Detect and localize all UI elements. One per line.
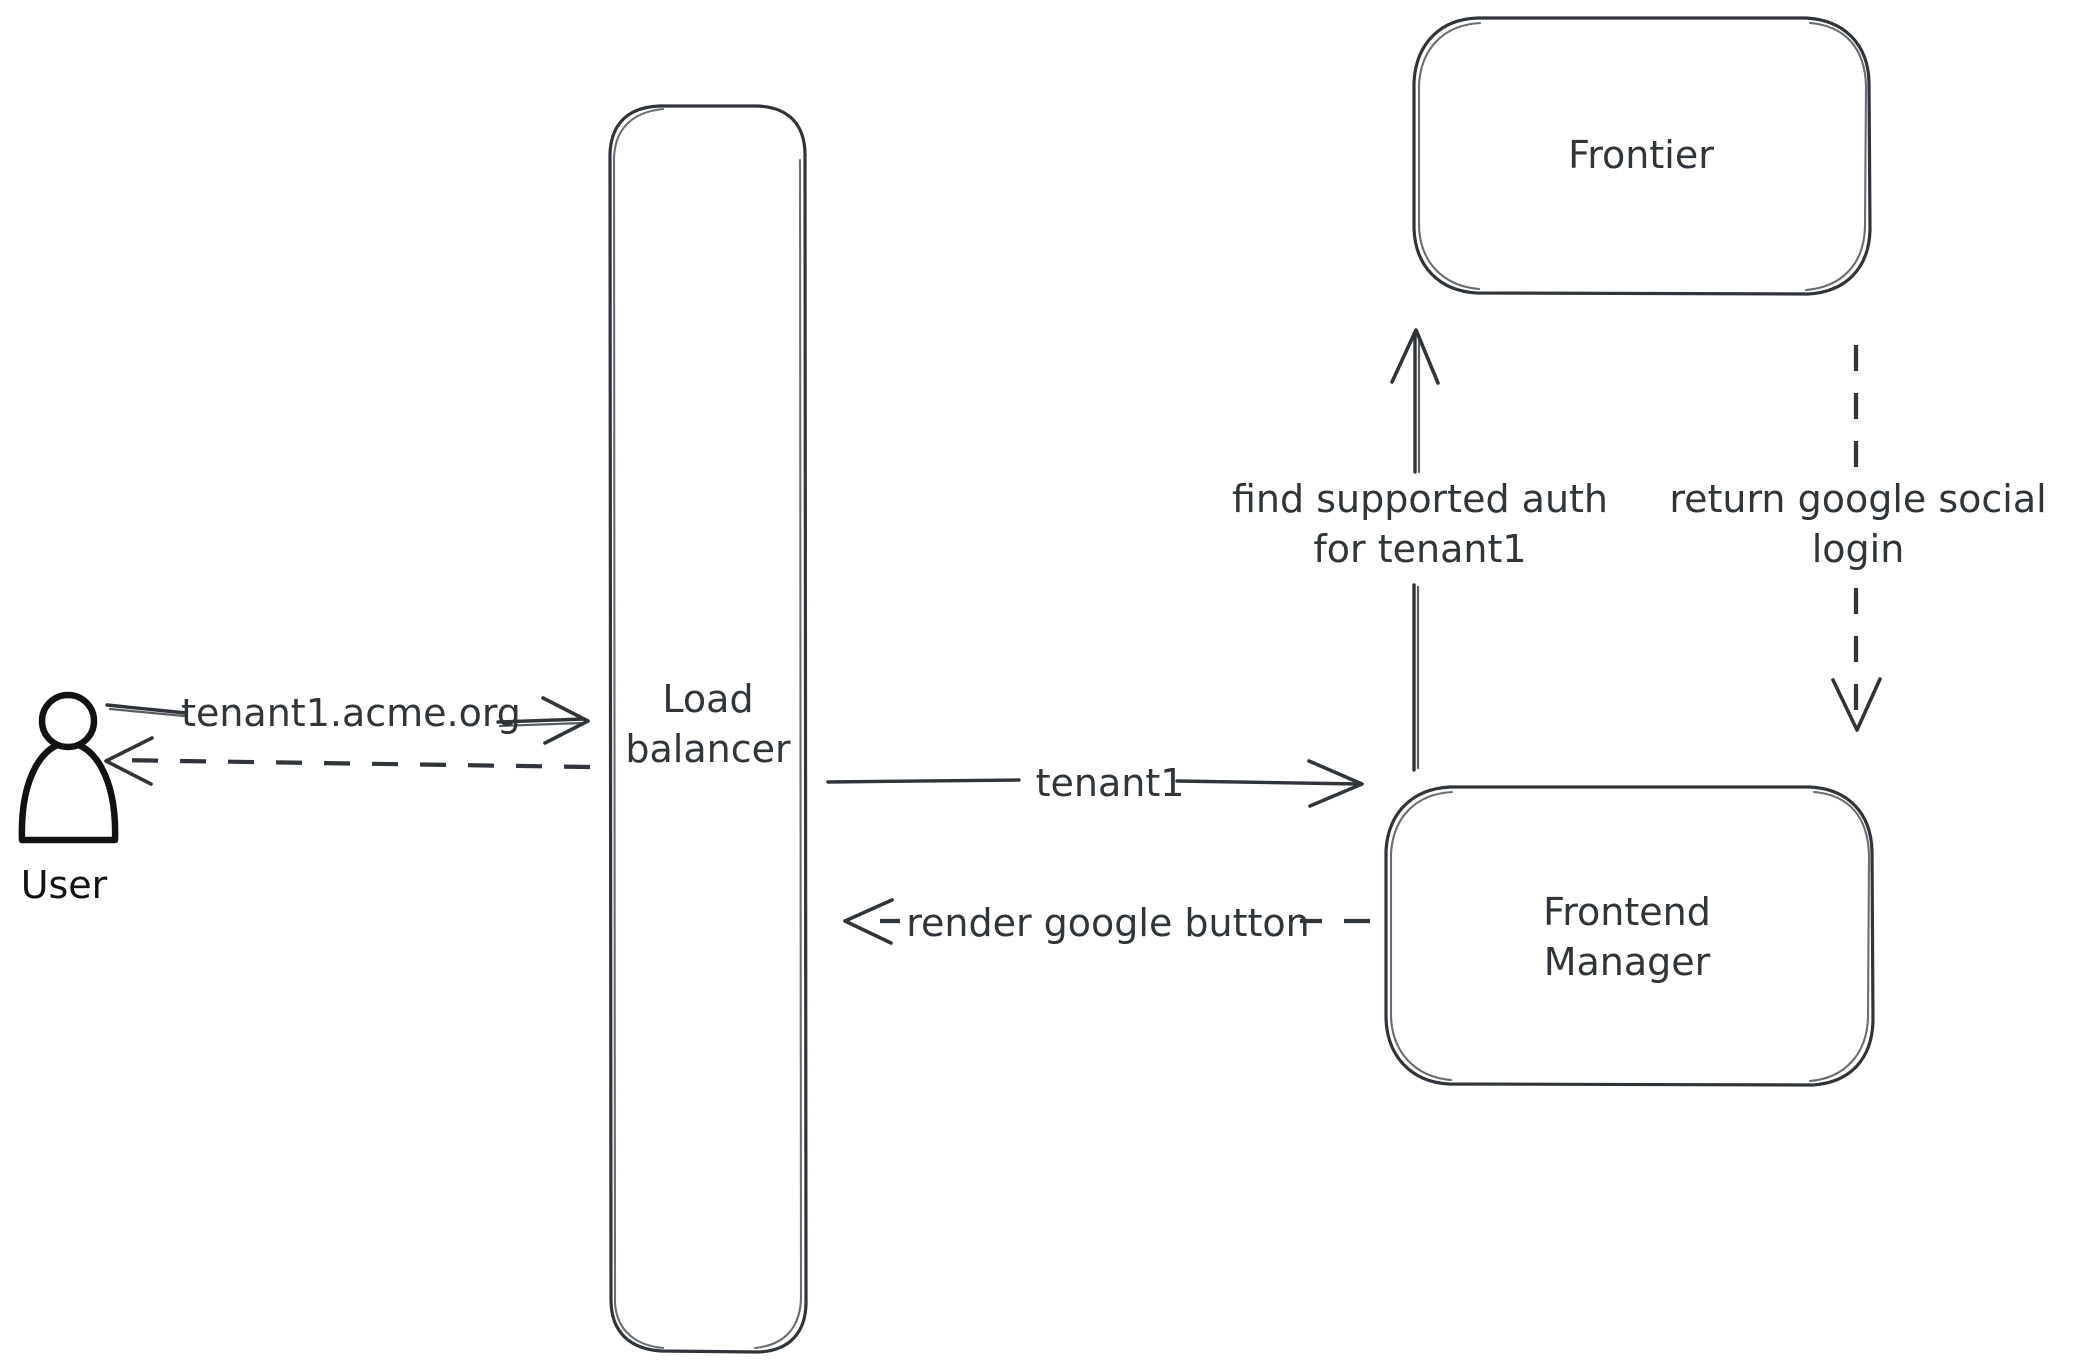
edge-load-balancer-to-frontend-manager[interactable]: tenant1 <box>826 759 1364 808</box>
frontier-label: Frontier <box>1568 133 1714 177</box>
edge-label-tenant1-acme-org: tenant1.acme.org <box>181 691 521 735</box>
load-balancer-label-line2: balancer <box>625 727 791 771</box>
edge-load-balancer-to-user[interactable] <box>104 736 591 786</box>
edge-label-return-google-social-line1: return google social <box>1669 477 2046 521</box>
edge-label-find-supported-auth-line2: for tenant1 <box>1313 527 1526 571</box>
arrow-head-right <box>541 696 590 745</box>
edge-label-render-google-button: render google button <box>906 901 1310 945</box>
user-actor-label: User <box>21 863 108 907</box>
edge-label-return-google-social-line2: login <box>1812 527 1905 571</box>
edge-user-to-load-balancer[interactable]: tenant1.acme.org <box>105 691 590 745</box>
arrow-head-down <box>1831 677 1882 732</box>
user-actor-icon[interactable]: User <box>18 691 119 907</box>
arrow-head-up <box>1390 328 1440 385</box>
arrow-head-left <box>104 736 154 786</box>
edge-label-tenant1: tenant1 <box>1036 761 1185 805</box>
node-frontier[interactable]: Frontier <box>1412 16 1872 296</box>
node-frontend-manager[interactable]: Frontend Manager <box>1384 785 1875 1087</box>
load-balancer-label-line1: Load <box>662 677 753 721</box>
edge-frontend-manager-to-frontier[interactable]: find supported auth for tenant1 <box>1232 328 1608 772</box>
frontend-manager-label-line1: Frontend <box>1543 890 1711 934</box>
arrow-head-right <box>1307 759 1364 808</box>
frontend-manager-label-line2: Manager <box>1544 940 1711 984</box>
edge-label-find-supported-auth-line1: find supported auth <box>1232 477 1608 521</box>
node-load-balancer[interactable]: Load balancer <box>608 104 808 1354</box>
edge-frontend-manager-to-load-balancer[interactable]: render google button <box>843 898 1370 945</box>
arrow-head-left <box>843 898 894 945</box>
edge-frontier-to-frontend-manager[interactable]: return google social login <box>1669 345 2047 732</box>
